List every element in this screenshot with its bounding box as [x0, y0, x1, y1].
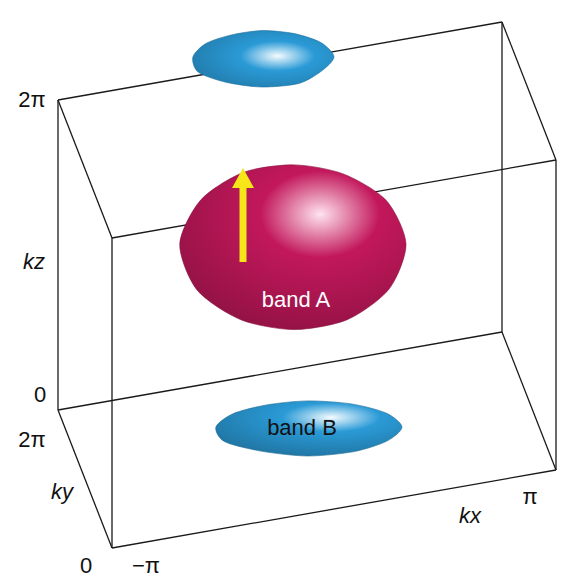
cube-edge	[111, 238, 112, 548]
transition-arrowhead	[232, 168, 254, 188]
band-surface	[178, 148, 410, 340]
band-outline	[180, 165, 406, 330]
axis-value: 2π	[18, 89, 45, 111]
cube-edge	[58, 22, 502, 100]
cube-edge	[112, 470, 556, 548]
cube-edge	[502, 332, 556, 470]
cube-edge	[58, 410, 112, 548]
cube-edge	[555, 160, 556, 470]
band-label: band B	[267, 417, 337, 439]
axis-value: 0	[34, 384, 46, 406]
cube-edge	[58, 332, 502, 410]
axis-title: kz	[23, 251, 45, 273]
fermi-surface-pocket	[193, 31, 334, 87]
band-label: band A	[262, 289, 331, 311]
fermi-surface-band: band B	[210, 394, 406, 460]
axis-value: π	[522, 486, 537, 508]
axis-value: 2π	[18, 429, 45, 451]
cube-edges	[58, 22, 556, 548]
fermi-surface-band: band A	[178, 148, 410, 340]
cube-edge	[57, 100, 58, 410]
axis-value: 0	[80, 555, 92, 577]
cube-edge	[502, 22, 556, 160]
axis-title: kx	[459, 505, 481, 527]
axis-value: −π	[132, 555, 160, 577]
transition-arrow	[240, 186, 247, 262]
cube-edge	[501, 22, 502, 332]
cube-edge	[58, 100, 112, 238]
band-outline	[216, 401, 402, 456]
axis-title: ky	[51, 481, 73, 503]
